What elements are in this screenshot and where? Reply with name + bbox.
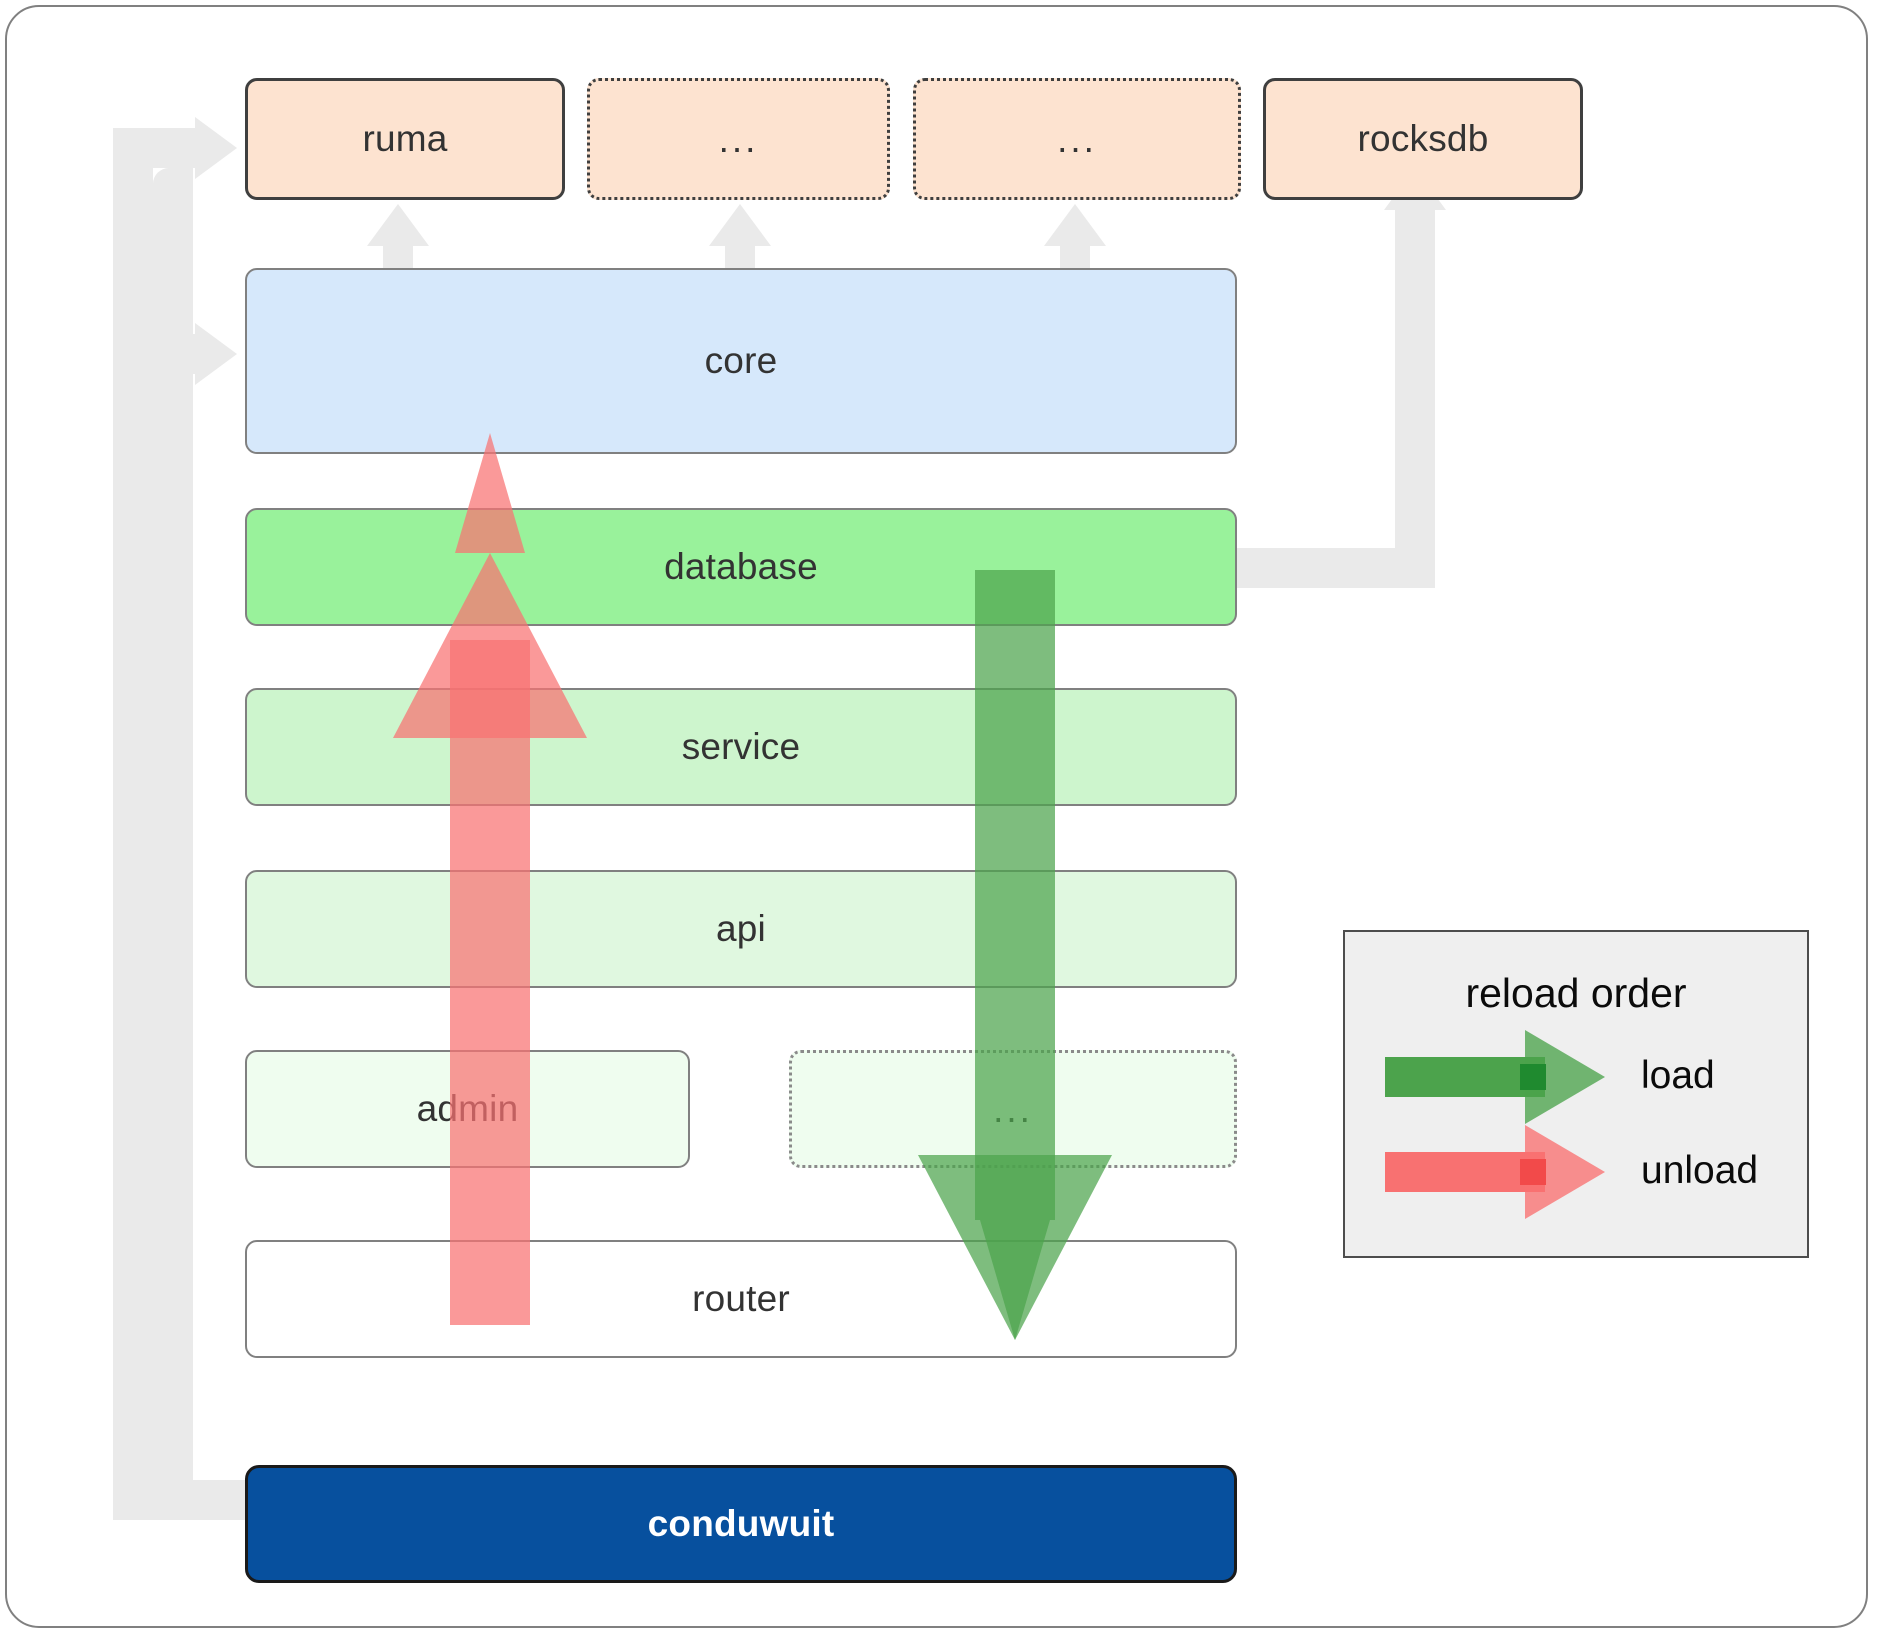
- layer-label-core: core: [704, 340, 778, 381]
- legend-unload-nub-icon: [1520, 1159, 1546, 1185]
- load-arrow-shaft: [975, 570, 1055, 1220]
- layer-label-api: api: [716, 908, 766, 949]
- legend-title: reload order: [1465, 970, 1687, 1016]
- dependency-box-rocksdb[interactable]: rocksdb: [1263, 78, 1583, 200]
- binary-label-conduwuit: conduwuit: [647, 1503, 835, 1544]
- core-to-dep3-arrow-icon: [1044, 204, 1106, 246]
- diagram-outer-frame: [5, 5, 1868, 1628]
- core-to-dep2-arrow-icon: [709, 204, 771, 246]
- dependency-box-2[interactable]: ...: [587, 78, 890, 200]
- dependency-label-ruma: ruma: [362, 118, 448, 159]
- legend-load-shaft: [1385, 1057, 1545, 1097]
- connector-left-branch-trunk: [153, 168, 193, 1520]
- connector-arrow-to-ruma-icon: [195, 117, 237, 179]
- dependency-box-ruma[interactable]: ruma: [245, 78, 565, 200]
- legend-row-unload: unload: [1345, 932, 1807, 1256]
- layer-label-database: database: [664, 546, 818, 587]
- connector-left-top-stub: [113, 128, 195, 168]
- unload-arrow-head-upper-icon: [455, 433, 525, 553]
- legend-load-nub-icon: [1520, 1064, 1546, 1090]
- connector-arrow-to-core-icon: [195, 323, 237, 385]
- legend-label-load: load: [1641, 1054, 1715, 1097]
- unload-arrow-head-tip-icon: [393, 553, 587, 738]
- layer-label-router: router: [692, 1278, 790, 1319]
- connector-right-vertical: [1395, 210, 1435, 588]
- legend-panel: reload order load unload: [1343, 930, 1809, 1258]
- legend-label-unload: unload: [1641, 1149, 1759, 1192]
- dependency-label-rocksdb: rocksdb: [1357, 118, 1489, 159]
- dependency-box-3[interactable]: ...: [913, 78, 1241, 200]
- legend-unload-shaft: [1385, 1152, 1545, 1192]
- binary-box-conduwuit[interactable]: conduwuit: [245, 1465, 1237, 1583]
- core-to-ruma-arrow-icon: [367, 204, 429, 246]
- dependency-label-2: ...: [718, 118, 759, 160]
- legend-row-load: load: [1345, 932, 1807, 1256]
- dependency-label-3: ...: [1057, 118, 1097, 160]
- layer-label-service: service: [681, 726, 801, 767]
- load-arrow-head-lower-icon: [980, 1220, 1050, 1340]
- layer-box-core[interactable]: core: [245, 268, 1237, 454]
- layer-box-api[interactable]: api: [245, 870, 1237, 988]
- unload-arrow-head-icon: [393, 553, 587, 738]
- unload-arrow-shaft: [450, 640, 530, 1325]
- connector-left-trunk-outer: [113, 128, 153, 1520]
- connector-left-core-stub: [153, 334, 195, 374]
